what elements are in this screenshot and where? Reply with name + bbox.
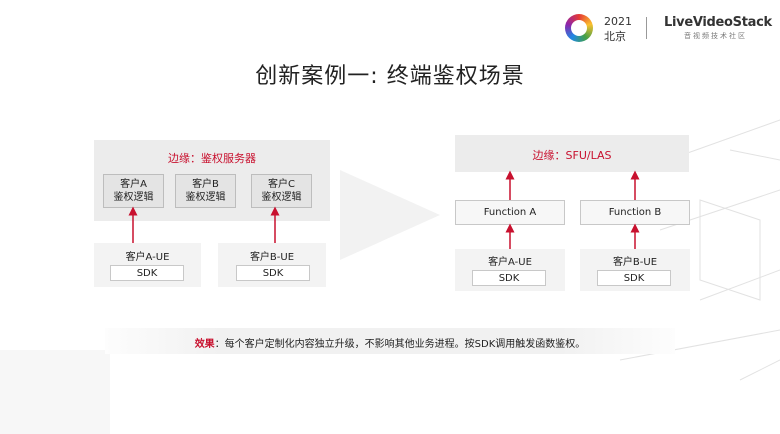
right-sfu-las-panel <box>455 135 689 172</box>
logic-box-b: 客户B 鉴权逻辑 <box>175 174 236 208</box>
header-divider <box>646 17 647 39</box>
right-client-a-sdk: SDK <box>472 270 546 286</box>
effect-text: 效果：每个客户定制化内容独立升级，不影响其他业务进程。按SDK调用触发函数鉴权。 <box>105 335 675 350</box>
effect-description: ：每个客户定制化内容独立升级，不影响其他业务进程。按SDK调用触发函数鉴权。 <box>214 339 586 350</box>
left-client-b-label: 客户B-UE <box>249 252 295 263</box>
logic-c-line2: 鉴权逻辑 <box>261 192 302 203</box>
left-client-b-sdk: SDK <box>236 265 310 281</box>
function-b-box: Function B <box>580 200 690 225</box>
left-client-a-sdk: SDK <box>110 265 184 281</box>
logic-a-line2: 鉴权逻辑 <box>113 192 154 203</box>
right-client-b-sdk: SDK <box>597 270 671 286</box>
logic-b-line1: 客户B <box>192 179 219 190</box>
logic-box-c: 客户C 鉴权逻辑 <box>251 174 312 208</box>
left-server-label: 边缘：鉴权服务器 <box>168 152 256 165</box>
logic-b-line2: 鉴权逻辑 <box>185 192 226 203</box>
brand-logo: LiveVideoStack <box>664 15 772 30</box>
event-logo <box>565 14 593 42</box>
event-year: 2021 <box>604 15 632 28</box>
logic-c-line1: 客户C <box>268 179 295 190</box>
logic-a-line1: 客户A <box>120 179 147 190</box>
page-title: 创新案例一: 终端鉴权场景 <box>255 64 525 89</box>
brand-subtitle: 音视频技术社区 <box>684 32 747 40</box>
event-city: 北京 <box>604 30 626 43</box>
right-server-label: 边缘：SFU/LAS <box>532 149 612 162</box>
right-client-a-label: 客户A-UE <box>488 257 532 268</box>
effect-bar <box>105 328 675 354</box>
effect-label: 效果 <box>194 339 215 350</box>
right-client-b-label: 客户B-UE <box>612 257 658 268</box>
left-client-a-label: 客户A-UE <box>125 252 170 263</box>
